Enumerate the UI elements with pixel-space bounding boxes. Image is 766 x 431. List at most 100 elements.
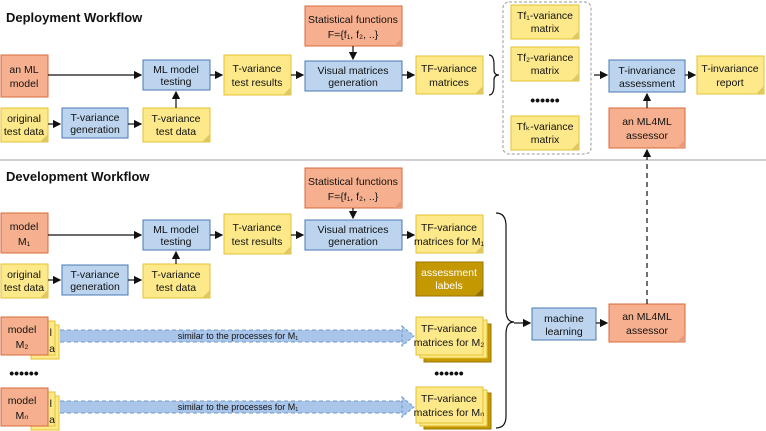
tf-m2-line1: TF-variance [421,323,477,335]
dev-original-line1: original [7,269,41,281]
development-title: Development Workflow [6,169,150,184]
dev-stat-functions-node: Statistical functions F={f₁, f₂, ..} [304,167,403,209]
tf-brace [488,54,500,96]
tf-matrices-node: TF-variance matrices [415,55,484,95]
ml-model-node: an ML model [0,54,49,98]
model-mn-stub-a: a [49,414,55,426]
assessment-labels-line1: assessment [421,267,477,279]
dev-original-test-data-node: original test data [0,263,49,299]
machine-learning-line2: learning [545,326,583,338]
deploy-assessor-line1: an ML4ML [622,116,672,128]
ml-testing-line1: ML model [153,64,199,76]
tf-m1-line2: matrices for M₁ [414,236,485,248]
tvar-results-line2: test results [232,77,283,89]
model-m1-line2: M₁ [18,236,31,248]
dev-ml-testing-line1: ML model [153,224,199,236]
tf1-line2: matrix [531,23,560,35]
tfk-matrix-node: Tfₖ-variance matrix [510,115,580,151]
similar-m2-label: similar to the processes for M₁ [178,331,299,341]
tvar-results-line1: T-variance [232,63,281,75]
tf2-line1: Tf₂-variance [517,52,574,64]
tf-matrix-ellipsis: •••••• [530,92,560,108]
tf-matrix-group-frame [502,1,592,155]
visual-gen-line2: generation [328,77,378,89]
dev-ml-testing-node: ML model testing [142,219,211,251]
dev-assessor-line2: assessor [626,325,669,337]
model-m2-line1: model [8,324,37,336]
dev-stat-line2: F={f₁, f₂, ..} [328,191,379,203]
model-m2-stub-l: l [50,327,52,339]
deploy-assessor-line2: assessor [626,130,669,142]
tinv-assessment-line1: T-invariance [618,65,675,77]
model-m1-node: model M₁ [0,212,49,254]
tfk-line1: Tfₖ-variance [517,121,574,133]
models-ellipsis: •••••• [9,365,39,381]
stat-functions-line1: Statistical functions [308,14,398,26]
tfk-line2: matrix [531,134,560,146]
tinv-report-line1: T-invariance [701,63,758,75]
tf-m1-line1: TF-variance [421,222,477,234]
ml-testing-line2: testing [161,76,192,88]
dev-brace [495,212,515,429]
ml-model-line1: an ML [9,64,38,76]
tf-m1-node: TF-variance matrices for M₁ [414,214,485,254]
tvar-generation-line2: generation [70,124,120,136]
model-mn-stub-l: l [50,398,52,410]
stat-functions-node: Statistical functions F={f₁, f₂, ..} [304,5,403,47]
tf2-matrix-node: Tf₂-variance matrix [510,46,580,82]
tf-matrices-line2: matrices [429,77,469,89]
dev-visual-gen-node: Visual matrices generation [304,219,403,251]
similar-process-mn-arrow: similar to the processes for M₁ [60,395,415,419]
dev-stat-line1: Statistical functions [308,176,398,188]
model-m2-line2: M₂ [16,339,29,351]
tf1-matrix-node: Tf₁-variance matrix [510,4,580,40]
model-m2-stub-a: a [49,343,55,355]
tf2-line2: matrix [531,65,560,77]
dev-tvar-generation-node: T-variance generation [61,264,129,296]
deployment-title: Deployment Workflow [6,10,143,25]
tvar-test-data-line2: test data [156,126,196,138]
tf-dev-ellipsis: •••••• [434,365,464,381]
tf1-line1: Tf₁-variance [517,10,573,22]
tvar-test-data-line1: T-variance [151,113,200,125]
tinv-report-node: T-invariance report [696,55,765,95]
tinv-assessment-node: T-invariance assessment [608,59,686,93]
tf-matrices-line1: TF-variance [421,63,477,75]
model-m1-line1: model [10,221,39,233]
dev-visual-gen-line1: Visual matrices [318,224,389,236]
dev-tvar-data-line1: T-variance [151,269,200,281]
dev-tvar-test-data-node: T-variance test data [142,263,211,299]
ml-testing-node: ML model testing [142,59,211,91]
dev-assessor-line1: an ML4ML [622,311,672,323]
model-m2-node: l a model M₂ [0,316,60,360]
dev-tvar-data-line2: test data [156,282,196,294]
tvar-test-data-node: T-variance test data [142,107,211,143]
tf-m2-node: TF-variance matrices for M₂ [414,316,492,363]
stat-functions-line2: F={f₁, f₂, ..} [328,29,379,41]
assessment-labels-node: assessment labels [415,261,484,297]
tf-mn-node: TF-variance matrices for Mₙ [414,386,492,430]
model-mn-line2: Mₙ [16,410,29,422]
ml-model-line2: model [10,78,39,90]
dev-tvar-gen-line2: generation [70,281,120,293]
dev-tvar-results-line1: T-variance [232,222,281,234]
similar-process-m2-arrow: similar to the processes for M₁ [60,324,415,348]
original-test-data-node: original test data [0,107,49,143]
original-test-data-line2: test data [4,126,44,138]
dev-original-line2: test data [4,282,44,294]
tf-mn-line2: matrices for Mₙ [414,407,485,419]
dev-tvar-results-line2: test results [232,236,283,248]
dev-assessor-node: an ML4ML assessor [608,303,686,343]
tvar-results-node: T-variance test results [223,54,292,96]
visual-gen-line1: Visual matrices [318,65,389,77]
deployment-arrows [48,46,697,129]
tvar-generation-line1: T-variance [70,112,119,124]
tf-m2-line2: matrices for M₂ [414,337,485,349]
assessment-labels-line2: labels [435,280,462,292]
visual-gen-node: Visual matrices generation [304,60,403,92]
development-arrows [48,148,652,328]
model-mn-line1: model [8,395,37,407]
dev-ml-testing-line2: testing [161,236,192,248]
dev-tvar-gen-line1: T-variance [70,269,119,281]
